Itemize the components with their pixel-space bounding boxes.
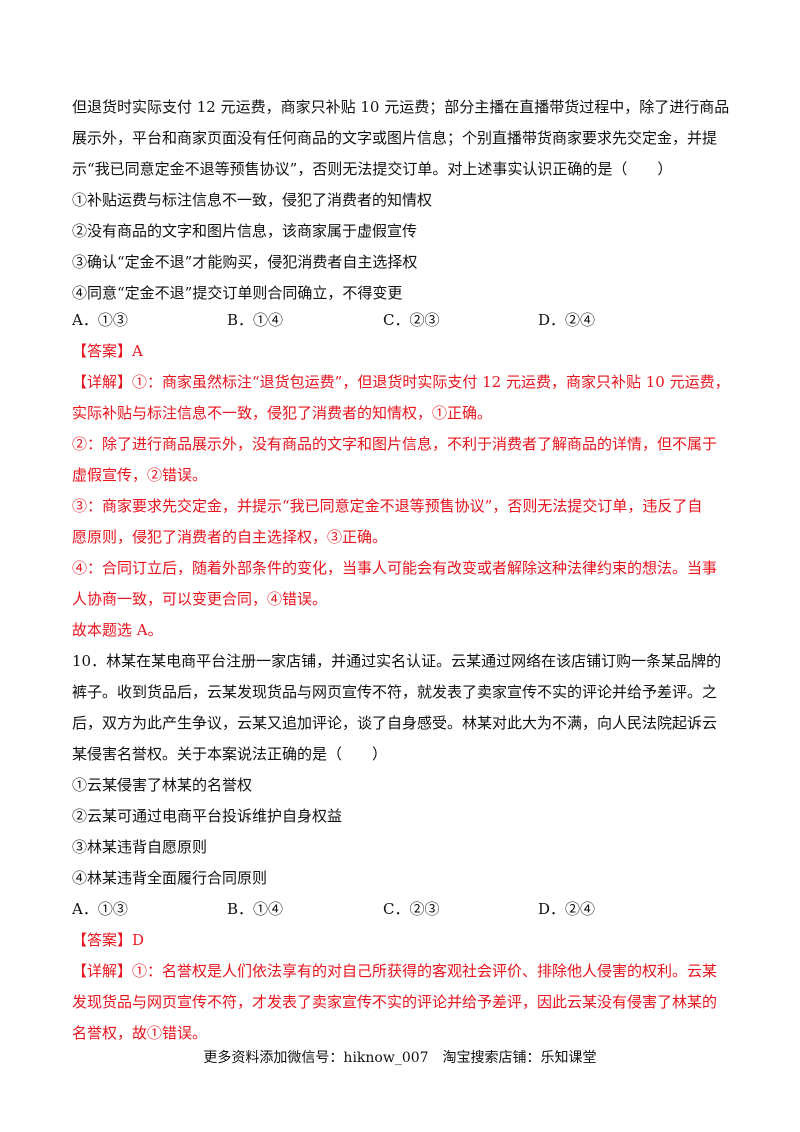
q10-stem-line: 后，双方为此产生争议，云某又追加评论，谈了自身感受。林某对此大为不满，向人民法院…	[72, 714, 718, 732]
q10-stem-line: 某侵害名誉权。关于本案说法正确的是（ ）	[72, 745, 388, 763]
q9-options: A．①③ B．①④ C．②③ D．②④	[72, 310, 732, 330]
q9-statement: ②没有商品的文字和图片信息，该商家属于虚假宣传	[72, 222, 418, 240]
q10-statement: ③林某违背自愿原则	[72, 838, 208, 856]
q9-conclusion: 故本题选 A。	[72, 621, 163, 639]
q9-analysis-line: 愿原则，侵犯了消费者的自主选择权，③正确。	[72, 528, 388, 546]
q9-option-b: B．①④	[227, 311, 284, 329]
q9-analysis-line: 虚假宣传，②错误。	[72, 466, 208, 484]
q9-stem-line: 但退货时实际支付 12 元运费，商家只补贴 10 元运费；部分主播在直播带货过程…	[72, 98, 730, 116]
q10-analysis-line: 名誉权，故①错误。	[72, 1024, 208, 1042]
q9-option-a: A．①③	[72, 311, 128, 329]
q10-statement: ②云某可通过电商平台投诉维护自身权益	[72, 807, 343, 825]
q10-stem-line: 裤子。收到货品后，云某发现货品与网页宣传不符，就发表了卖家宣传不实的评论并给予差…	[72, 683, 718, 701]
q10-analysis-line: 发现货品与网页宣传不符，才发表了卖家宣传不实的评论并给予差评，因此云某没有侵害了…	[72, 993, 718, 1011]
page-footer: 更多资料添加微信号：hiknow_007 淘宝搜索店铺：乐知课堂	[203, 1050, 597, 1066]
q10-statement: ①云某侵害了林某的名誉权	[72, 776, 253, 794]
q10-option-c: C．②③	[383, 900, 440, 918]
q9-statement: ④同意“定金不退”提交订单则合同确立，不得变更	[72, 284, 403, 302]
q9-answer: 【答案】A	[72, 342, 143, 360]
q9-statement: ③确认“定金不退”才能购买，侵犯消费者自主选择权	[72, 253, 418, 271]
q10-answer: 【答案】D	[72, 931, 145, 949]
q10-options: A．①③ B．①④ C．②③ D．②④	[72, 899, 732, 919]
q10-option-a: A．①③	[72, 900, 128, 918]
q9-analysis-line: ③：商家要求先交定金，并提示“我已同意定金不退等预售协议”，否则无法提交订单，违…	[72, 497, 703, 515]
q10-option-d: D．②④	[538, 900, 596, 918]
q9-stem-line: 示“我已同意定金不退等预售协议”，否则无法提交订单。对上述事实认识正确的是（ ）	[72, 160, 673, 178]
q9-statement: ①补贴运费与标注信息不一致，侵犯了消费者的知情权	[72, 191, 433, 209]
q9-option-d: D．②④	[538, 311, 596, 329]
q9-analysis-line: 【详解】①：商家虽然标注“退货包运费”，但退货时实际支付 12 元运费，商家只补…	[72, 373, 730, 391]
q9-option-c: C．②③	[383, 311, 440, 329]
q10-analysis-line: 【详解】①：名誉权是人们依法享有的对自己所获得的客观社会评价、排除他人侵害的权利…	[72, 962, 718, 980]
q10-statement: ④林某违背全面履行合同原则	[72, 869, 268, 887]
q9-stem-line: 展示外，平台和商家页面没有任何商品的文字或图片信息；个别直播带货商家要求先交定金…	[72, 129, 718, 147]
q9-analysis-line: 实际补贴与标注信息不一致，侵犯了消费者的知情权，①正确。	[72, 404, 493, 422]
q9-analysis-line: ④：合同订立后，随着外部条件的变化，当事人可能会有改变或者解除这种法律约束的想法…	[72, 559, 718, 577]
q10-stem-line: 10．林某在某电商平台注册一家店铺，并通过实名认证。云某通过网络在该店铺订购一条…	[72, 652, 722, 670]
q9-analysis-line: 人协商一致，可以变更合同，④错误。	[72, 590, 328, 608]
q10-option-b: B．①④	[227, 900, 284, 918]
q9-analysis-line: ②：除了进行商品展示外，没有商品的文字和图片信息，不利于消费者了解商品的详情，但…	[72, 435, 718, 453]
